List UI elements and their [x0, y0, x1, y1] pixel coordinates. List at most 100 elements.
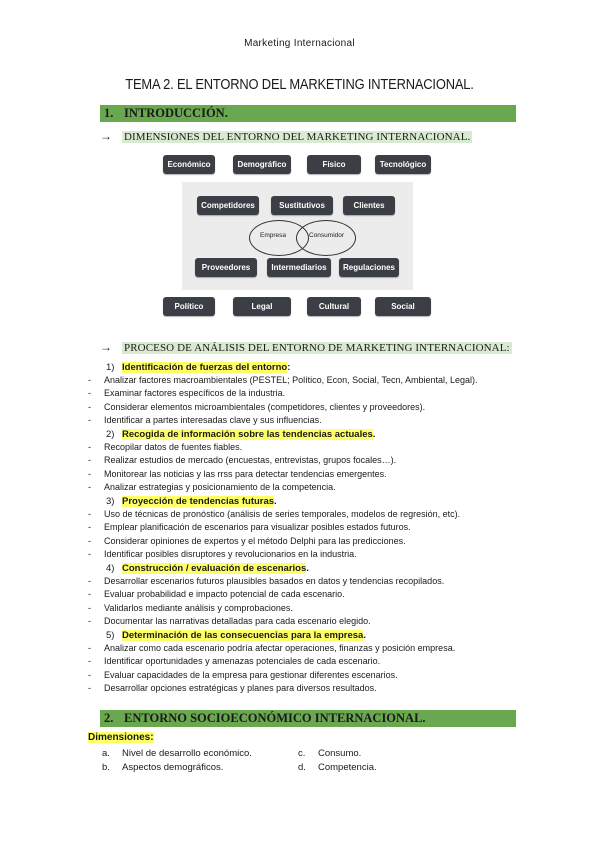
section-introduccion: 1. INTRODUCCIÓN. [100, 105, 516, 122]
diagram-box-fisico: Físico [307, 155, 361, 174]
step-suffix: : [287, 362, 291, 373]
dimension-letter: c. [298, 748, 306, 759]
list-item-text: Identificar a partes interesadas clave y… [104, 415, 322, 425]
list-item: -Identificar oportunidades y amenazas po… [88, 656, 381, 666]
list-item: -Realizar estudios de mercado (encuestas… [88, 455, 397, 465]
list-item-text: Uso de técnicas de pronóstico (análisis … [104, 509, 461, 519]
section-label: INTRODUCCIÓN. [124, 106, 228, 120]
list-item-text: Analizar factores macroambientales (PEST… [104, 375, 478, 385]
diagram-box-demografico: Demográfico [233, 155, 291, 174]
ellipse-consumidor [296, 220, 356, 256]
list-item: -Desarrollar opciones estratégicas y pla… [88, 683, 377, 693]
list-item-text: Monitorear las noticias y las rrss para … [104, 469, 387, 479]
subheading-label: PROCESO DE ANÁLISIS DEL ENTORNO DE MARKE… [122, 341, 512, 354]
step-1: 1) Identificación de fuerzas del entorno… [106, 362, 290, 373]
diagram-box-economico: Económico [163, 155, 215, 174]
diagram-box-tecnologico: Tecnológico [375, 155, 431, 174]
list-item: -Monitorear las noticias y las rrss para… [88, 469, 387, 479]
step-4: 4) Construcción / evaluación de escenari… [106, 563, 309, 574]
list-item: -Identificar a partes interesadas clave … [88, 415, 322, 425]
diagram-box-regulaciones: Regulaciones [339, 258, 399, 277]
section-entorno-socioeconomico: 2. ENTORNO SOCIOECONÓMICO INTERNACIONAL. [100, 710, 516, 727]
list-item: -Considerar elementos microambientales (… [88, 402, 426, 412]
dimension-letter: d. [298, 762, 306, 773]
dimension-text: Nivel de desarrollo económico. [122, 748, 252, 759]
list-item: -Emplear planificación de escenarios par… [88, 522, 411, 532]
dimension-item-a: a. Nivel de desarrollo económico. [102, 748, 252, 759]
dimension-item-b: b.Aspectos demográficos. [102, 762, 223, 773]
diagram-box-legal: Legal [233, 297, 291, 316]
list-item-text: Examinar factores específicos de la indu… [104, 388, 286, 398]
list-item: -Analizar estrategias y posicionamiento … [88, 482, 336, 492]
list-item: -Uso de técnicas de pronóstico (análisis… [88, 509, 461, 519]
list-item-text: Recopilar datos de fuentes fiables. [104, 442, 243, 452]
step-number: 2) [106, 429, 115, 440]
list-item-text: Considerar opiniones de expertos y el mé… [104, 536, 406, 546]
list-item-text: Desarrollar opciones estratégicas y plan… [104, 683, 377, 693]
dimension-text: Competencia. [318, 762, 377, 773]
diagram-box-politico: Político [163, 297, 215, 316]
step-number: 5) [106, 630, 115, 641]
page-header: Marketing Internacional [244, 38, 355, 49]
label-consumidor: Consumidor [309, 232, 345, 239]
environment-diagram: Económico Demográfico Físico Tecnológico… [160, 150, 436, 320]
right-arrow-icon: → [100, 340, 112, 354]
dimensions-label: Dimensiones: [88, 732, 154, 743]
dimension-text: Aspectos demográficos. [122, 762, 224, 773]
step-3: 3) Proyección de tendencias futuras. [106, 496, 277, 507]
list-item-text: Evaluar capacidades de la empresa para g… [104, 670, 398, 680]
list-item: -Examinar factores específicos de la ind… [88, 388, 286, 398]
diagram-box-intermediarios: Intermediarios [267, 258, 331, 277]
step-number: 3) [106, 496, 115, 507]
step-suffix: . [306, 563, 309, 574]
list-item-text: Analizar estrategias y posicionamiento d… [104, 482, 336, 492]
diagram-box-competidores: Competidores [197, 196, 259, 215]
step-5: 5) Determinación de las consecuencias pa… [106, 630, 366, 641]
step-label: Identificación de fuerzas del entorno [122, 362, 288, 373]
list-item-text: Identificar posibles disruptores y revol… [104, 549, 357, 559]
diagram-box-cultural: Cultural [307, 297, 361, 316]
subheading-proceso: → PROCESO DE ANÁLISIS DEL ENTORNO DE MAR… [100, 340, 512, 355]
step-number: 4) [106, 563, 115, 574]
list-item: -Identificar posibles disruptores y revo… [88, 549, 357, 559]
step-suffix: . [274, 496, 277, 507]
step-label: Recogida de información sobre las tenden… [122, 429, 373, 440]
step-number: 1) [106, 362, 115, 373]
diagram-box-social: Social [375, 297, 431, 316]
diagram-box-clientes: Clientes [343, 196, 395, 215]
list-item: -Documentar las narrativas detalladas pa… [88, 616, 371, 626]
subheading-dimensiones: → DIMENSIONES DEL ENTORNO DEL MARKETING … [100, 129, 473, 144]
step-label: Proyección de tendencias futuras [122, 496, 275, 507]
diagram-box-proveedores: Proveedores [195, 258, 257, 277]
right-arrow-icon: → [100, 129, 112, 143]
dimension-item-d: d. Competencia. [298, 762, 377, 773]
list-item: -Analizar como cada escenario podría afe… [88, 643, 456, 653]
label-empresa: Empresa [260, 232, 287, 239]
list-item: -Validarlos mediante análisis y comproba… [88, 603, 293, 613]
list-item-text: Desarrollar escenarios futuros plausible… [104, 576, 445, 586]
subheading-label: DIMENSIONES DEL ENTORNO DEL MARKETING IN… [122, 130, 473, 143]
list-item-text: Documentar las narrativas detalladas par… [104, 616, 371, 626]
step-label: Construcción / evaluación de escenarios [122, 563, 307, 574]
step-suffix: . [363, 630, 366, 641]
list-item-text: Considerar elementos microambientales (c… [104, 402, 426, 412]
list-item-text: Evaluar probabilidad e impacto potencial… [104, 589, 345, 599]
list-item: -Desarrollar escenarios futuros plausibl… [88, 576, 445, 586]
list-item-text: Identificar oportunidades y amenazas pot… [104, 656, 381, 666]
dimension-item-c: c.Consumo. [298, 748, 361, 759]
list-item-text: Emplear planificación de escenarios para… [104, 522, 411, 532]
list-item: -Analizar factores macroambientales (PES… [88, 375, 478, 385]
dimension-letter: a. [102, 748, 110, 759]
section-label: ENTORNO SOCIOECONÓMICO INTERNACIONAL. [124, 711, 426, 725]
list-item: -Evaluar capacidades de la empresa para … [88, 670, 398, 680]
list-item-text: Realizar estudios de mercado (encuestas,… [104, 455, 397, 465]
list-item: -Evaluar probabilidad e impacto potencia… [88, 589, 345, 599]
step-2: 2) Recogida de información sobre las ten… [106, 429, 375, 440]
step-suffix: . [372, 429, 376, 440]
list-item: -Recopilar datos de fuentes fiables. [88, 442, 243, 452]
list-item-text: Analizar como cada escenario podría afec… [104, 643, 456, 653]
list-item-text: Validarlos mediante análisis y comprobac… [104, 603, 293, 613]
diagram-box-sustitutivos: Sustitutivos [271, 196, 333, 215]
section-number: 2. [104, 711, 114, 725]
section-number: 1. [104, 106, 114, 120]
